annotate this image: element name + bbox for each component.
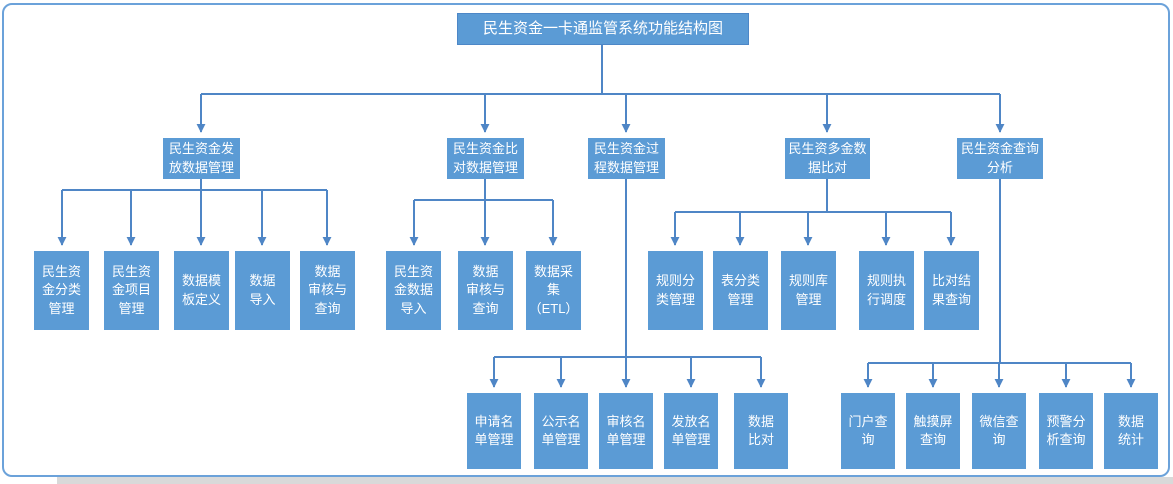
node-compare-data-mgmt: 民生资金比 对数据管理 bbox=[447, 138, 524, 179]
node-process-data-mgmt: 民生资金过 程数据管理 bbox=[588, 138, 665, 179]
node-touchscreen-query: 触摸屏 查询 bbox=[906, 393, 960, 469]
node-publicity-list-mgmt: 公示名 单管理 bbox=[534, 393, 588, 469]
connector-rules-group bbox=[670, 179, 956, 246]
node-table-category-mgmt: 表分类 管理 bbox=[713, 251, 768, 330]
node-portal-query: 门户查 询 bbox=[841, 393, 895, 469]
node-fund-data-import: 民生资 金数据 导入 bbox=[386, 251, 441, 330]
node-rule-category-mgmt: 规则分 类管理 bbox=[648, 251, 703, 330]
node-system-title: 民生资金一卡通监管系统功能结构图 bbox=[457, 13, 749, 45]
node-fund-project-mgmt: 民生资 金项目 管理 bbox=[104, 251, 159, 330]
node-query-analysis: 民生资金查询 分析 bbox=[957, 138, 1043, 179]
node-data-compare: 数据 比对 bbox=[734, 393, 788, 469]
node-multi-data-compare: 民生资多金数 据比对 bbox=[785, 138, 870, 179]
connector-dispatch-group bbox=[57, 179, 332, 246]
node-template-define: 数据模 板定义 bbox=[174, 251, 229, 330]
node-wechat-query: 微信查 询 bbox=[972, 393, 1026, 469]
node-rule-exec-schedule: 规则执 行调度 bbox=[859, 251, 914, 330]
node-apply-list-mgmt: 申请名 单管理 bbox=[467, 393, 521, 469]
node-data-audit-query-2: 数据 审核与 查询 bbox=[458, 251, 513, 330]
connector-main bbox=[196, 43, 1005, 133]
node-warning-analysis-query: 预警分 析查询 bbox=[1039, 393, 1093, 469]
node-fund-category-mgmt: 民生资 金分类 管理 bbox=[34, 251, 89, 330]
bottom-gray-strip bbox=[57, 477, 1173, 484]
node-data-etl: 数据采 集 （ETL） bbox=[526, 251, 581, 330]
node-data-import: 数据 导入 bbox=[235, 251, 290, 330]
node-grant-list-mgmt: 发放名 单管理 bbox=[664, 393, 718, 469]
connector-compare-group bbox=[409, 179, 558, 246]
node-compare-result-query: 比对结 果查询 bbox=[924, 251, 979, 330]
node-rule-lib-mgmt: 规则库 管理 bbox=[781, 251, 836, 330]
node-audit-list-mgmt: 审核名 单管理 bbox=[599, 393, 653, 469]
node-dispatch-data-mgmt: 民生资金发 放数据管理 bbox=[163, 138, 240, 179]
node-data-audit-query: 数据 审核与 查询 bbox=[300, 251, 355, 330]
node-data-statistics: 数据 统计 bbox=[1104, 393, 1158, 469]
